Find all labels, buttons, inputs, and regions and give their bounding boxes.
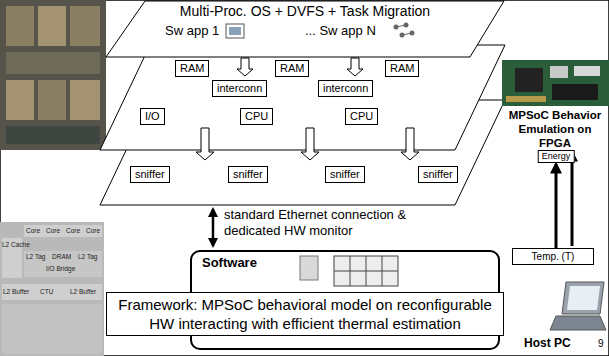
fpga-board-photo [502, 60, 609, 106]
floorplan-label: L2 Cache [2, 241, 30, 249]
floorplan-label: L2 Tag [26, 253, 45, 261]
memory-block: RAM [385, 60, 419, 77]
floorplan-label: L2 Tag [78, 253, 97, 261]
node-text: I/O [145, 110, 160, 123]
io-block: I/O [140, 108, 165, 125]
floorplan-label: DRAM [52, 253, 71, 261]
floorplan-label: Core [86, 227, 100, 235]
measurement-arrow [571, 152, 574, 246]
app-label: ... Sw app N [305, 23, 376, 39]
node-text: RAM [390, 62, 414, 75]
software-icons [300, 256, 398, 286]
block-arrows [196, 58, 419, 160]
node-text: Software [202, 255, 488, 270]
laptop-icon [550, 282, 606, 330]
hw-plane-middle [100, 45, 505, 150]
measurement-arrow [555, 164, 558, 248]
layer-title: Multi-Proc. OS + DVFS + Task Migration [105, 3, 505, 19]
floorplan-label: L2 Buffer [3, 288, 29, 296]
interconnect-block: interconn [318, 80, 373, 97]
energy-tag: Energy [538, 150, 575, 163]
sniffer-block: sniffer [130, 166, 170, 183]
floorplan-label: I/O Bridge [46, 265, 75, 273]
slide-number: 9 [598, 338, 604, 350]
chip-floorplan [0, 222, 104, 356]
node-text: Temp. (T) [517, 251, 589, 262]
software-plane: Multi-Proc. OS + DVFS + Task MigrationSw… [105, 0, 505, 58]
node-text: interconn [323, 82, 368, 95]
floorplan-label: Core [66, 227, 80, 235]
floorplan-label: Core [26, 227, 40, 235]
memory-block: RAM [175, 60, 209, 77]
node-text: CPU [245, 110, 268, 123]
floorplan-label: L2 Buffer [70, 288, 96, 296]
node-text: sniffer [330, 168, 360, 181]
app-icon [394, 23, 415, 38]
node-text: RAM [180, 62, 204, 75]
sniffer-block: sniffer [228, 166, 268, 183]
node-text: RAM [280, 62, 304, 75]
app-label: Sw app 1 [165, 23, 219, 39]
floorplan-label: CTU [40, 288, 53, 296]
node-text: Framework: MPSoC behavioral model on rec… [113, 295, 497, 333]
host-label: Host PC [524, 336, 571, 350]
app-icon [226, 24, 244, 38]
caption-box: Framework: MPSoC behavioral model on rec… [106, 292, 504, 336]
platform-label: MPSoC Behavior Emulation on FPGA [503, 108, 607, 150]
memory-block: RAM [275, 60, 309, 77]
node-text: Energy [542, 151, 571, 162]
temperature-box: Temp. (T) [512, 248, 594, 265]
sniffer-block: sniffer [418, 166, 458, 183]
node-text: CPU [350, 110, 373, 123]
node-text: sniffer [135, 168, 165, 181]
node-text: interconn [217, 82, 262, 95]
node-text: sniffer [233, 168, 263, 181]
plane-shape [106, 1, 504, 57]
floorplan-label: Core [46, 227, 60, 235]
die-photo [0, 0, 106, 150]
cpu-block: CPU [240, 108, 273, 125]
cpu-block: CPU [345, 108, 378, 125]
sniffer-block: sniffer [325, 166, 365, 183]
link-label: standard Ethernet connection & dedicated… [224, 207, 434, 239]
node-text: sniffer [423, 168, 453, 181]
interconnect-block: interconn [212, 80, 267, 97]
ethernet-link [212, 209, 215, 246]
